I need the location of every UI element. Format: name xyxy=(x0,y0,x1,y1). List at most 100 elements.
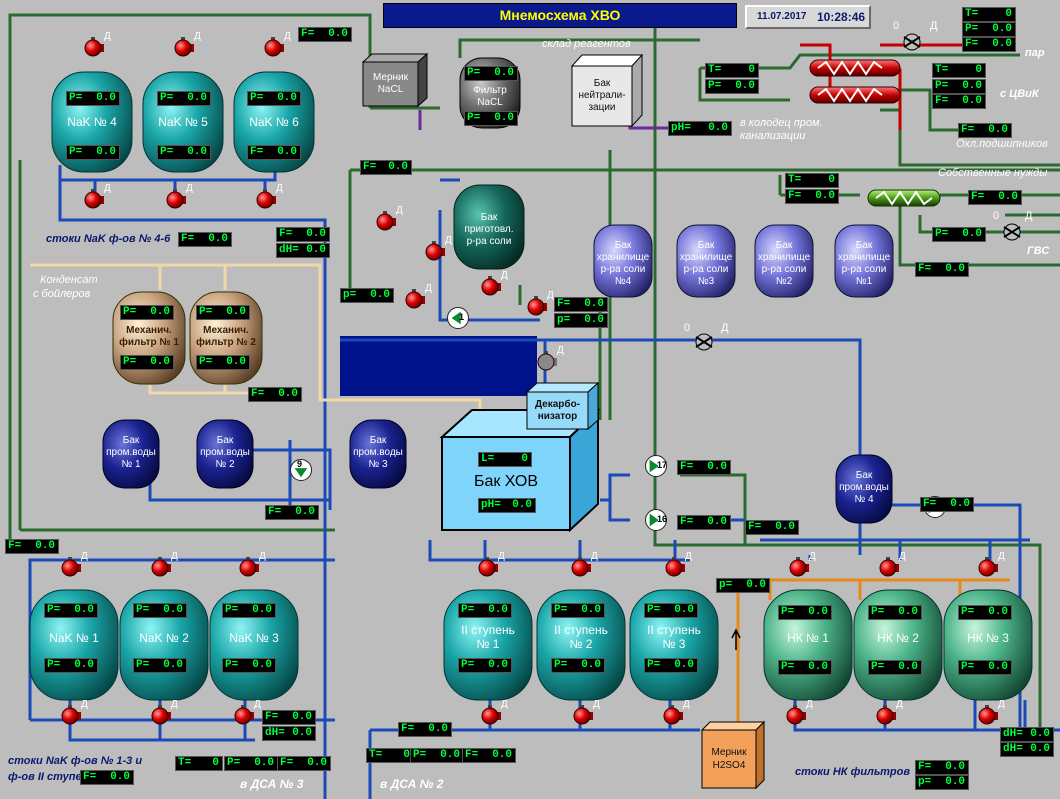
valve-13[interactable]: Д xyxy=(476,551,505,579)
valve-11[interactable]: Д xyxy=(149,699,178,727)
valve-14[interactable]: Д xyxy=(569,551,598,579)
prom-tank-4-label-b: пром.воды xyxy=(839,482,889,493)
valve-3[interactable]: Д xyxy=(262,31,291,59)
valve-17[interactable]: Д xyxy=(571,699,600,727)
tag-t15: P=0.0 xyxy=(157,91,211,106)
valve-7[interactable]: Д xyxy=(59,551,88,579)
tag-t54-label: P= xyxy=(459,659,477,672)
mech-filter-2[interactable]: Механич.фильтр № 2 xyxy=(190,322,262,352)
tag-t28: p=0.0 xyxy=(340,288,394,303)
tank-nk1[interactable]: НК № 1 xyxy=(764,628,852,648)
prom-tank-3-label-c: № 3 xyxy=(368,459,388,470)
tag-t76: F=0.0 xyxy=(915,760,969,775)
pump-9[interactable]: 9 xyxy=(290,459,312,481)
valve-18[interactable]: Д xyxy=(661,699,690,727)
tank-nk2[interactable]: НК № 2 xyxy=(854,628,942,648)
valve-12-state: Д xyxy=(254,699,261,710)
valve-8[interactable]: Д xyxy=(149,551,178,579)
valve-21[interactable]: Д xyxy=(976,551,1005,579)
prom-tank-4-label-a: Бак xyxy=(855,470,873,481)
valve-5[interactable]: Д xyxy=(164,183,193,211)
tank-nk3[interactable]: НК № 3 xyxy=(944,628,1032,648)
tag-t48-label: P= xyxy=(45,659,63,672)
valve-30[interactable]: Д xyxy=(535,345,564,373)
tag-t9-label: F= xyxy=(933,95,951,108)
flowmeter-main-state-0: 0 xyxy=(684,322,691,334)
mech-filter-2-number: фильтр № 2 xyxy=(196,337,256,348)
tag-t4: F=0.0 xyxy=(962,37,1016,52)
valve-24-state: Д xyxy=(998,699,1005,710)
valve-20[interactable]: Д xyxy=(877,551,906,579)
tag-t10-label: F= xyxy=(959,124,977,137)
tag-t55-label: P= xyxy=(552,659,570,672)
pump-1[interactable]: 1 xyxy=(447,307,469,329)
tag-t33: P=0.0 xyxy=(120,355,174,370)
decarbonizer[interactable]: Декарбо-низатор xyxy=(527,398,588,424)
tag-t11-label: pH= xyxy=(669,122,693,135)
tag-t32-label: P= xyxy=(197,306,215,319)
tank-nak5[interactable]: NaK № 5 xyxy=(143,112,223,132)
tank-nak4[interactable]: NaK № 4 xyxy=(52,112,132,132)
tank-stage2-2-number: № 2 xyxy=(569,637,593,651)
tank-nak2-label: NaK № 2 xyxy=(139,631,189,645)
tag-t42-value: 0.0 xyxy=(775,521,795,533)
tag-t21-label: T= xyxy=(786,174,804,187)
bak-hov[interactable]: Бак ХОВ xyxy=(442,472,570,492)
valve-26[interactable]: Д xyxy=(423,235,452,263)
tag-t52-value: 0.0 xyxy=(581,604,601,616)
valve-23[interactable]: Д xyxy=(874,699,903,727)
pump-16[interactable]: 16 xyxy=(645,509,667,531)
valve-1[interactable]: Д xyxy=(82,31,111,59)
valve-28[interactable]: Д xyxy=(479,270,508,298)
tag-t8-label: P= xyxy=(933,80,951,93)
tag-t57: p=0.0 xyxy=(716,578,770,593)
valve-15[interactable]: Д xyxy=(663,551,692,579)
tank-nk3-label: НК № 3 xyxy=(967,631,1009,645)
mech-filter-1[interactable]: Механич.фильтр № 1 xyxy=(113,322,185,352)
tank-nak3[interactable]: NaK № 3 xyxy=(210,628,298,648)
valve-29[interactable]: Д xyxy=(525,290,554,318)
tank-nak2[interactable]: NaK № 2 xyxy=(120,628,208,648)
tag-t17-label: P= xyxy=(67,146,85,159)
valve-22[interactable]: Д xyxy=(784,699,813,727)
valve-6[interactable]: Д xyxy=(254,183,283,211)
valve-25[interactable]: Д xyxy=(374,205,403,233)
valve-4[interactable]: Д xyxy=(82,183,111,211)
valve-10[interactable]: Д xyxy=(59,699,88,727)
valve-27[interactable]: Д xyxy=(403,283,432,311)
tank-nak1[interactable]: NaK № 1 xyxy=(30,628,118,648)
valve-12[interactable]: Д xyxy=(232,699,261,727)
tag-t72: P=0.0 xyxy=(224,756,278,771)
tag-t5-value: 0 xyxy=(748,64,755,76)
valve-9[interactable]: Д xyxy=(237,551,266,579)
tank-nak6[interactable]: NaK № 6 xyxy=(234,112,314,132)
tag-t59: P=0.0 xyxy=(868,605,922,620)
valve-24[interactable]: Д xyxy=(976,699,1005,727)
valve-2[interactable]: Д xyxy=(172,31,201,59)
valve-19[interactable]: Д xyxy=(787,551,816,579)
valve-16[interactable]: Д xyxy=(479,699,508,727)
pump-17[interactable]: 17 xyxy=(645,455,667,477)
flowmeter-gvs-state-d: Д xyxy=(1025,210,1033,222)
pump-16-number: 16 xyxy=(657,514,668,524)
tank-nak1-label: NaK № 1 xyxy=(49,631,99,645)
tag-t19: F=0.0 xyxy=(247,145,301,160)
label-drains-nk: стоки НК фильтров xyxy=(795,766,911,778)
tag-t17: P=0.0 xyxy=(66,145,120,160)
